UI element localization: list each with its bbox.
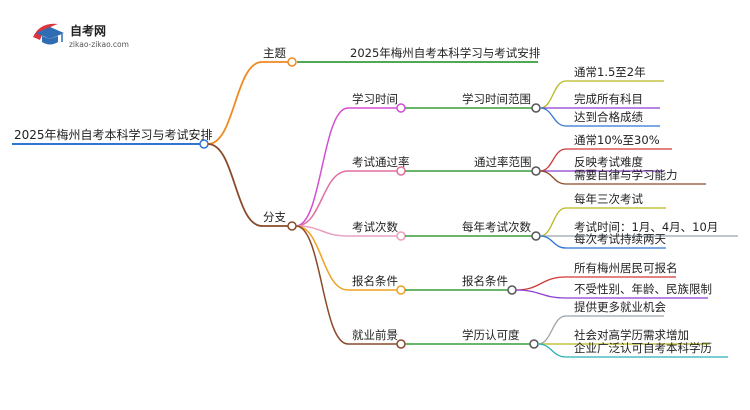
item-connector-3[interactable]: [396, 285, 406, 295]
logo-url: zikao-zikao.com: [69, 40, 129, 49]
leaf-label-4-0: 提供更多就业机会: [574, 300, 666, 314]
sub-label-4: 学历认可度: [462, 328, 520, 342]
topic-value-label: 2025年梅州自考本科学习与考试安排: [350, 46, 541, 60]
leaf-label-4-1: 社会对高学历需求增加: [574, 328, 689, 342]
edge-branch-0: [295, 107, 349, 227]
edge-leaf-1-2: [539, 170, 567, 185]
edge-branch-2: [295, 225, 349, 237]
leaf-label-0-2: 达到合格成绩: [574, 110, 643, 124]
edge-leaf-0-2: [539, 107, 567, 127]
sub-connector-3[interactable]: [507, 285, 517, 295]
branch-label: 分支: [263, 210, 286, 224]
leaf-label-0-0: 通常1.5至2年: [574, 65, 646, 79]
leaf-label-2-1: 考试时间：1月、4月、10月: [574, 220, 718, 234]
leaf-label-4-2: 企业广泛认可自考本科学历: [574, 341, 712, 355]
sub-label-3: 报名条件: [462, 274, 508, 288]
item-label-4: 就业前景: [352, 328, 398, 342]
item-label-3: 报名条件: [352, 274, 398, 288]
item-label-2: 考试次数: [352, 220, 398, 234]
leaf-label-1-1: 反映考试难度: [574, 155, 643, 169]
logo-swoosh: [33, 23, 58, 40]
logo-title: 自考网: [70, 23, 106, 38]
root-label: 2025年梅州自考本科学习与考试安排: [14, 127, 213, 142]
edge-leaf-2-0: [539, 207, 567, 237]
leaf-label-1-0: 通常10%至30%: [574, 133, 660, 147]
leaf-label-0-1: 完成所有科目: [574, 92, 643, 106]
sub-label-2: 每年考试次数: [462, 220, 531, 234]
edge-branch-3: [295, 225, 349, 291]
leaf-label-1-2: 需要自律与学习能力: [574, 168, 678, 182]
branch-connector[interactable]: [287, 221, 297, 231]
sub-connector-4[interactable]: [529, 339, 539, 349]
edge-branch-4: [295, 225, 349, 345]
sub-label-1: 通过率范围: [474, 155, 532, 169]
item-connector-0[interactable]: [396, 103, 406, 113]
leaf-label-3-1: 不受性别、年龄、民族限制: [574, 282, 712, 296]
edge-leaf-0-0: [539, 80, 567, 109]
item-label-0: 学习时间: [352, 92, 398, 106]
item-connector-1[interactable]: [396, 166, 406, 176]
leaf-label-2-0: 每年三次考试: [574, 192, 643, 206]
edge-leaf-3-1: [515, 289, 567, 299]
root-connector[interactable]: [199, 139, 209, 149]
logo: 自考网 zikao-zikao.com: [33, 23, 129, 49]
topic-connector[interactable]: [287, 57, 297, 67]
edge-leaf-3-0: [515, 276, 567, 291]
sub-connector-2[interactable]: [531, 231, 541, 241]
sub-label-0: 学习时间范围: [462, 92, 531, 106]
edge-root-topic: [207, 61, 263, 145]
topic-label: 主题: [263, 46, 286, 60]
graduation-cap-icon: [33, 23, 64, 45]
leaf-label-3-0: 所有梅州居民可报名: [574, 261, 678, 275]
sub-connector-1[interactable]: [531, 166, 541, 176]
edge-leaf-4-0: [537, 315, 567, 345]
leaf-label-2-2: 每次考试持续两天: [574, 232, 666, 246]
edge-root-branch: [207, 143, 263, 227]
item-connector-2[interactable]: [396, 231, 406, 241]
item-connector-4[interactable]: [396, 339, 406, 349]
edge-leaf-4-2: [537, 343, 567, 358]
logo-cap-base: [42, 36, 58, 45]
item-label-1: 考试通过率: [352, 155, 410, 169]
logo-cap-top: [36, 27, 64, 39]
root-node[interactable]: 2025年梅州自考本科学习与考试安排: [12, 127, 213, 149]
edge-branch-1: [295, 170, 349, 227]
edge-leaf-2-2: [539, 235, 567, 249]
sub-connector-0[interactable]: [531, 103, 541, 113]
edge-leaf-1-0: [539, 148, 567, 172]
